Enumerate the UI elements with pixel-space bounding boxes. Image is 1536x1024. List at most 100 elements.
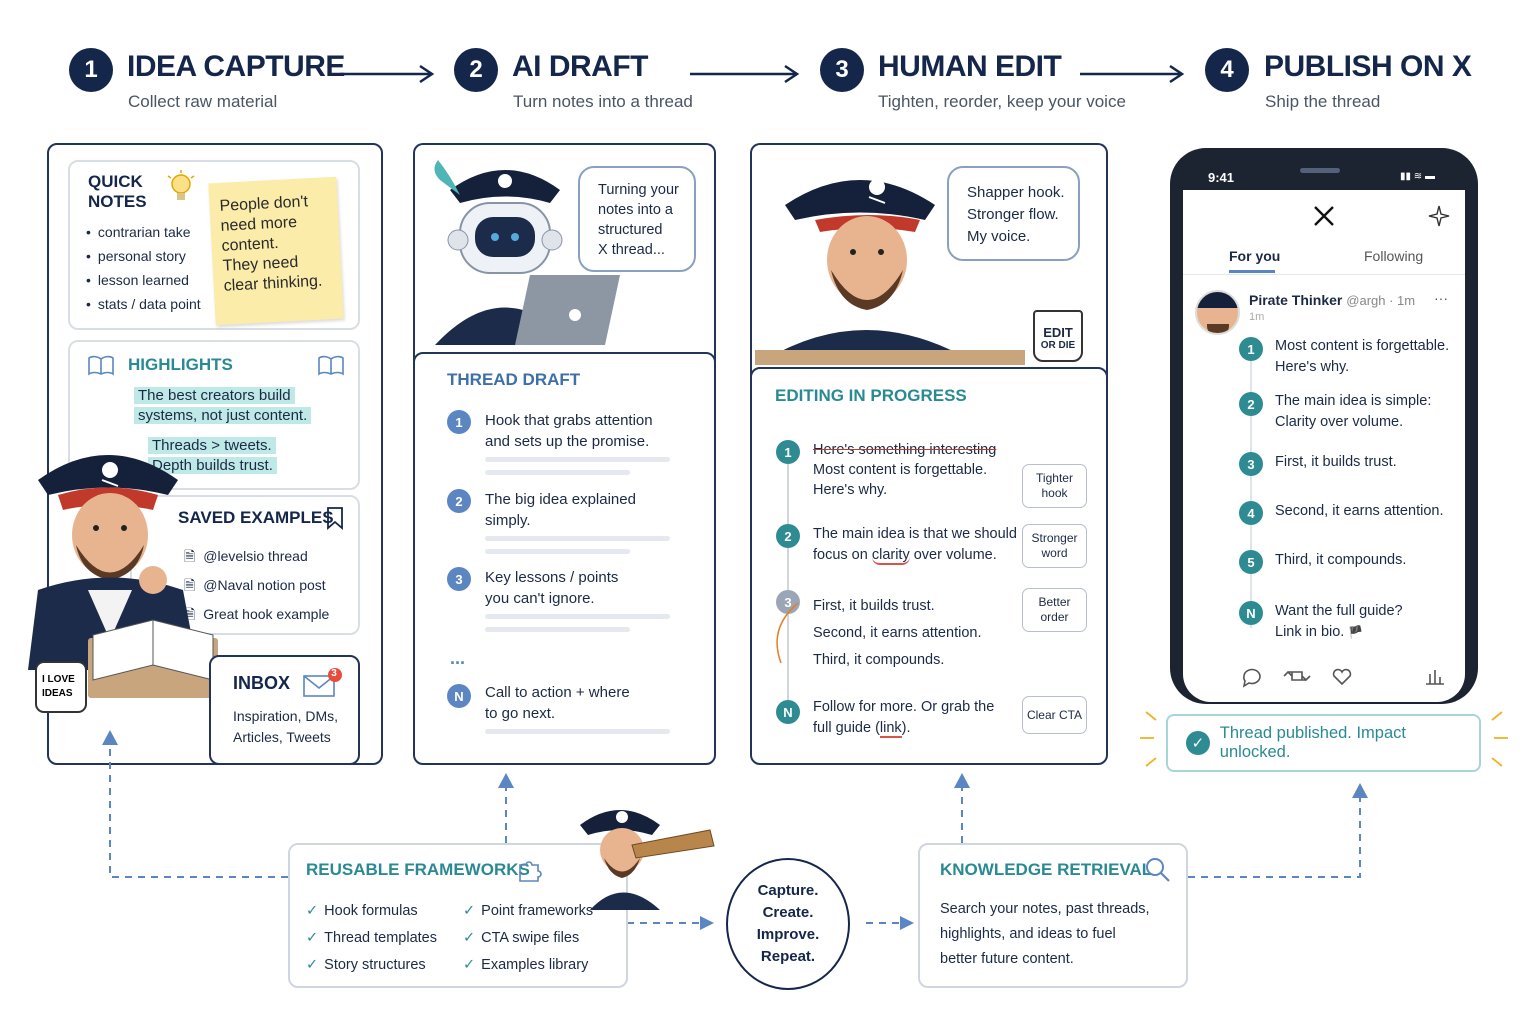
frameworks-card xyxy=(288,843,628,988)
status-icons: ▮▮ ≋ ▬ xyxy=(1400,171,1435,182)
tweet-2-badge: 2 xyxy=(1239,392,1263,416)
highlight-quote-2: Threads > tweets. Depth builds trust. xyxy=(148,436,277,476)
tweet-n-text: Want the full guide?Link in bio. 🏴 xyxy=(1275,603,1403,640)
list-item: personal story xyxy=(86,244,201,268)
placeholder-line xyxy=(485,457,670,462)
draft-step-3-badge: 3 xyxy=(447,567,471,591)
placeholder-line xyxy=(485,549,630,554)
robot-pirate-illustration xyxy=(434,160,620,345)
clear-cta-chip[interactable]: Clear CTA xyxy=(1022,696,1087,734)
highlight-quote-1: The best creators build systems, not jus… xyxy=(134,386,312,426)
edit-step-1-text: Here's something interesting Most conten… xyxy=(813,442,997,498)
svg-text:IDEAS: IDEAS xyxy=(42,688,73,699)
draft-step-n-badge: N xyxy=(447,684,471,708)
mug-label: I LOVE xyxy=(42,674,75,685)
list-item[interactable]: 🗎@levelsio thread xyxy=(184,548,308,564)
tab-for-you[interactable]: For you xyxy=(1229,248,1281,264)
knowledge-text: Search your notes, past threads,highligh… xyxy=(940,901,1150,967)
edit-step-2-text: The main idea is that we should focus on… xyxy=(813,526,1017,565)
tweet-2-text: The main idea is simple:Clarity over vol… xyxy=(1275,393,1432,430)
more-icon[interactable]: ··· xyxy=(1434,290,1448,306)
divider xyxy=(1183,274,1465,275)
avatar xyxy=(1195,290,1240,335)
thread-line xyxy=(1250,348,1252,628)
step-1-number: 1 xyxy=(69,48,113,92)
reorder-arrow-icon xyxy=(776,602,799,664)
sparkle-icon[interactable] xyxy=(1428,205,1450,227)
ellipsis: ... xyxy=(450,648,466,668)
published-banner: ✓ Thread published. Impact unlocked. xyxy=(1166,714,1481,772)
inbox-text: Inspiration, DMs,Articles, Tweets xyxy=(233,708,339,745)
quick-notes-list: contrarian take personal story lesson le… xyxy=(86,220,201,316)
edit-step-2-badge: 2 xyxy=(776,524,800,548)
human-speech-bubble: Shapper hook.Stronger flow.My voice. xyxy=(947,166,1080,261)
search-icon xyxy=(1146,858,1170,882)
puzzle-icon xyxy=(519,861,542,882)
x-logo-icon xyxy=(1314,206,1334,226)
list-item: stats / data point xyxy=(86,292,201,316)
pirate-reading-illustration: I LOVE IDEAS xyxy=(28,455,218,713)
step-4-number: 4 xyxy=(1205,48,1249,92)
edit-step-n-text: Follow for more. Or grab the full guide … xyxy=(813,699,995,738)
step-4-subtitle: Ship the thread xyxy=(1265,92,1381,111)
list-item: contrarian take xyxy=(86,220,201,244)
edit-timeline xyxy=(787,450,789,720)
tweet-time: 1m xyxy=(1249,311,1265,323)
highlights-title: HIGHLIGHTS xyxy=(128,355,233,374)
reply-icon xyxy=(1242,668,1261,688)
placeholder-line xyxy=(485,614,670,619)
step-3-subtitle: Tighten, reorder, keep your voice xyxy=(878,92,1126,111)
status-time: 9:41 xyxy=(1208,170,1235,185)
list-item: lesson learned xyxy=(86,268,201,292)
tweet-4-badge: 4 xyxy=(1239,501,1263,525)
celebration-rays-icon xyxy=(1140,711,1508,767)
tweet-3-badge: 3 xyxy=(1239,452,1263,476)
list-item[interactable]: 🗎@Naval notion post xyxy=(184,577,326,593)
flag-icon: 🏴 xyxy=(1348,625,1364,639)
list-item[interactable]: 🗎Great hook example xyxy=(184,606,330,622)
placeholder-line xyxy=(485,536,670,541)
list-item: ✓Examples library xyxy=(463,957,589,973)
tab-following[interactable]: Following xyxy=(1364,248,1424,264)
list-item: ✓CTA swipe files xyxy=(463,930,580,946)
pirate-thinking-illustration xyxy=(755,179,1025,365)
draft-step-2-badge: 2 xyxy=(447,489,471,513)
tweet-author: Pirate Thinker @argh · 1m xyxy=(1249,292,1416,308)
edit-step-n-badge: N xyxy=(776,700,800,724)
tweet-5-badge: 5 xyxy=(1239,550,1263,574)
list-item: ✓Hook formulas xyxy=(306,903,418,919)
frameworks-col2: ✓Point frameworks ✓CTA swipe files ✓Exam… xyxy=(463,898,593,979)
phone-notch xyxy=(1300,168,1340,173)
step-2-subtitle: Turn notes into a thread xyxy=(513,92,693,111)
editing-title: EDITING IN PROGRESS xyxy=(775,386,967,405)
list-item: ✓Story structures xyxy=(306,957,426,973)
tweet-1-text: Most content is forgettable.Here's why. xyxy=(1275,338,1450,375)
tweet-actions xyxy=(1242,668,1444,688)
book-icon-right xyxy=(318,355,344,376)
envelope-icon xyxy=(303,668,342,697)
step-3-number: 3 xyxy=(820,48,864,92)
step-3-title: HUMAN EDIT xyxy=(878,50,1062,83)
frameworks-title: REUSABLE FRAMEWORKS xyxy=(306,860,530,879)
check-circle-icon: ✓ xyxy=(1186,731,1210,755)
step-1-subtitle: Collect raw material xyxy=(128,92,278,111)
chart-icon xyxy=(1426,670,1444,685)
step-1-title: IDEA CAPTURE xyxy=(127,50,345,83)
phone-screen xyxy=(1183,190,1465,702)
book-icon xyxy=(88,355,114,376)
tweet-3-text: First, it builds trust. xyxy=(1275,454,1397,470)
tweet-5-text: Third, it compounds. xyxy=(1275,552,1407,568)
edit-step-3-badge: 3 xyxy=(776,590,800,614)
cycle-circle: Capture.Create.Improve.Repeat. xyxy=(726,858,850,990)
placeholder-line xyxy=(485,627,630,632)
tab-underline xyxy=(1229,270,1275,273)
